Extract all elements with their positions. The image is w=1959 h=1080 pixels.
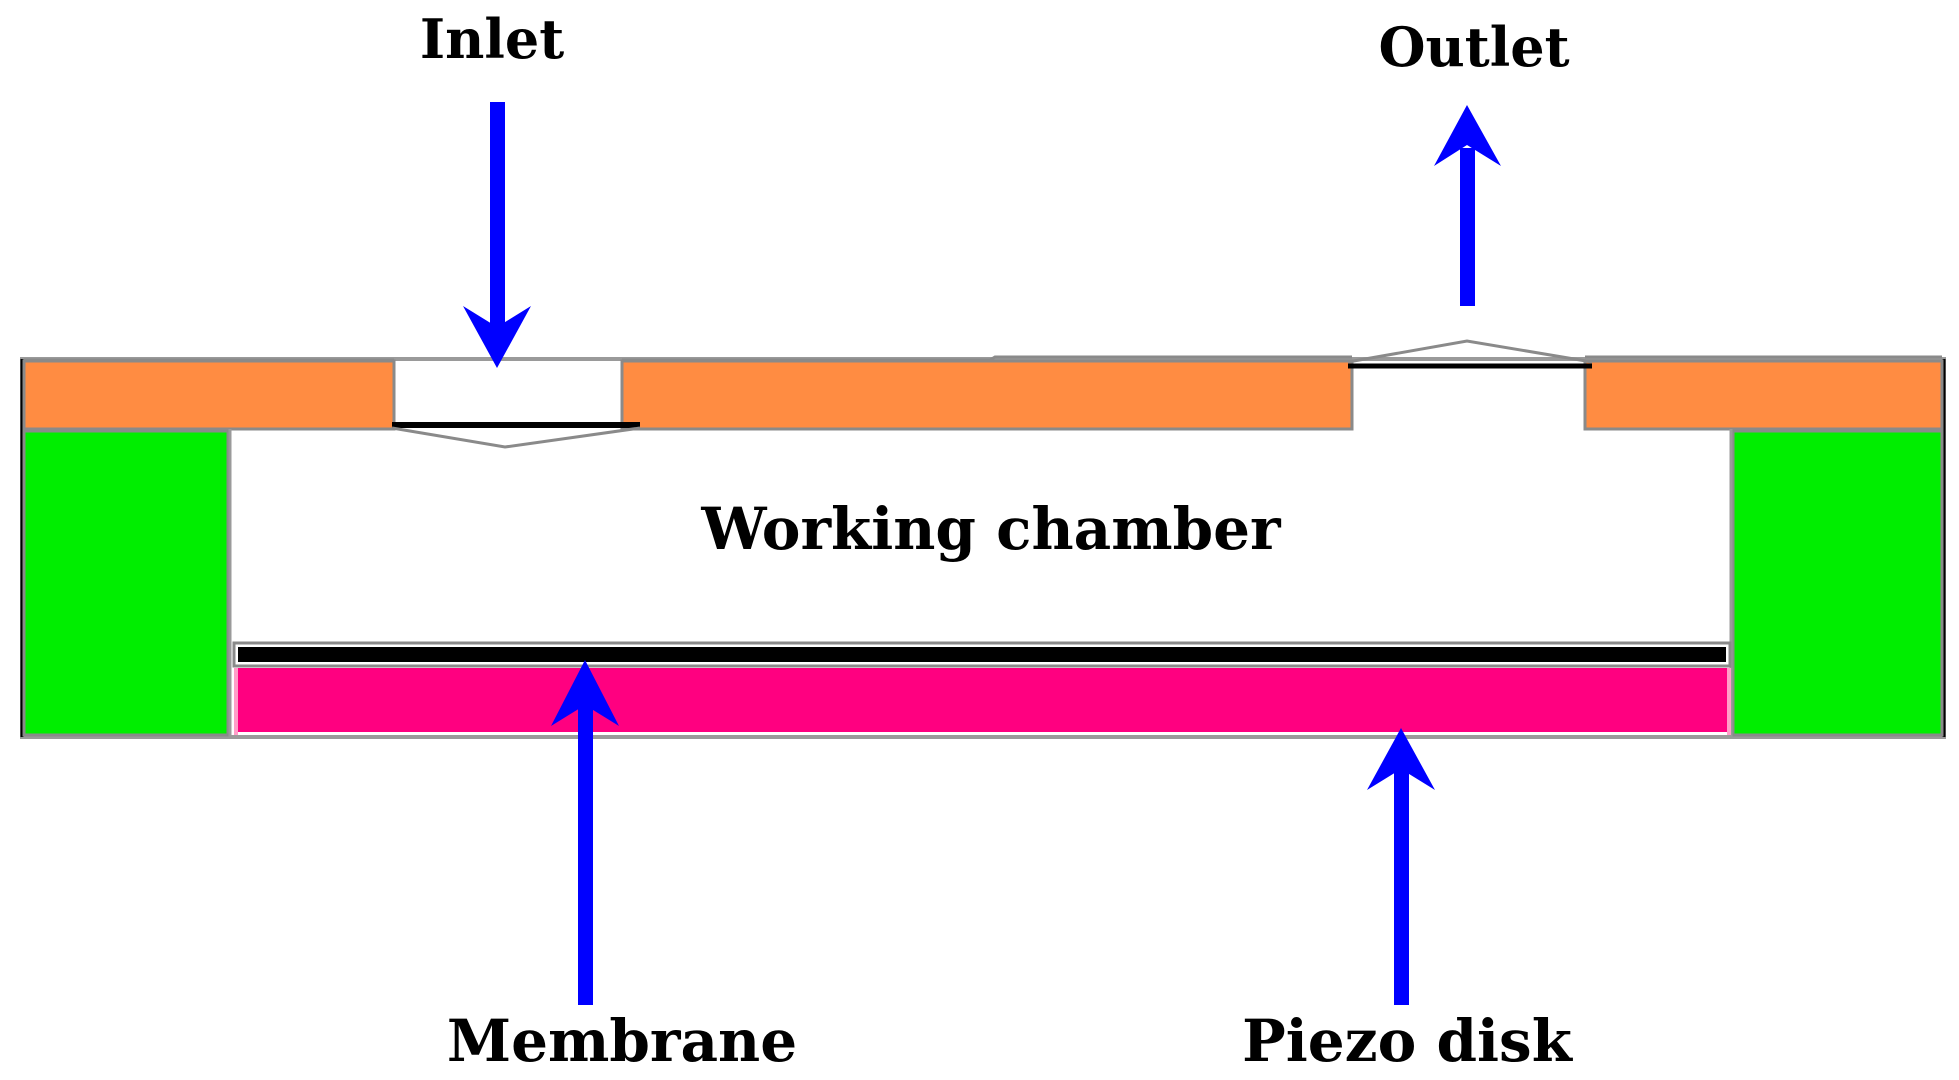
piezo-label: Piezo disk	[1242, 1007, 1574, 1075]
outlet-label: Outlet	[1378, 15, 1569, 79]
membrane-outline	[232, 641, 1732, 668]
spacer-left	[22, 429, 230, 737]
piezo-disk	[238, 668, 1728, 732]
piezo-arrow	[1367, 728, 1435, 1005]
membrane-label: Membrane	[447, 1007, 797, 1075]
spacer-right	[1731, 429, 1944, 737]
membrane-arrow	[551, 660, 619, 1005]
inlet-arrow	[463, 102, 531, 368]
inlet-valve-deflection	[391, 426, 641, 449]
membrane	[238, 647, 1726, 662]
outlet-arrow	[1434, 105, 1501, 306]
top-surface-line-2	[622, 355, 1352, 362]
outlet-valve-deflection	[1347, 339, 1593, 364]
top-cover-right	[1583, 359, 1944, 431]
chamber-label: Working chamber	[700, 495, 1282, 563]
top-cover-middle	[620, 359, 1354, 431]
inlet-label: Inlet	[420, 7, 564, 71]
top-cover-left	[22, 359, 396, 431]
